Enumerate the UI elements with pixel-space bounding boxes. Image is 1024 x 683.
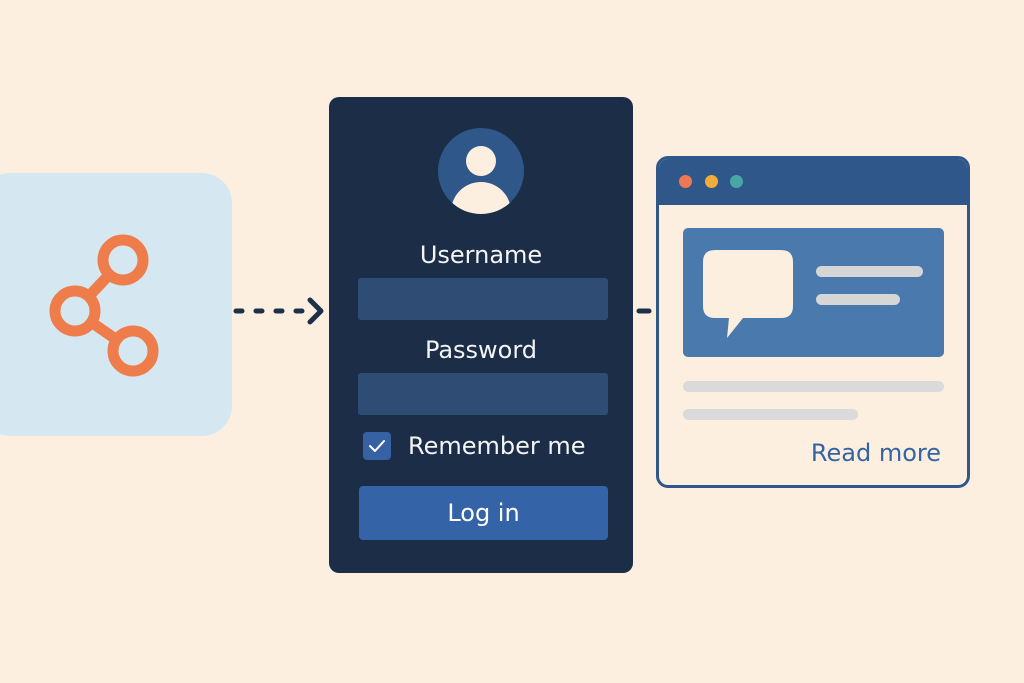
remember-me-checkbox[interactable] bbox=[363, 432, 391, 460]
browser-title-bar bbox=[659, 159, 967, 205]
speech-bubble-icon bbox=[703, 250, 793, 338]
window-close-dot bbox=[679, 175, 692, 188]
password-label: Password bbox=[424, 336, 538, 364]
username-label: Username bbox=[419, 241, 543, 269]
share-tile bbox=[0, 173, 232, 436]
window-minimize-dot bbox=[705, 175, 718, 188]
checkmark-icon bbox=[369, 440, 385, 452]
article-text-line-1 bbox=[683, 381, 944, 392]
browser-window: Read more bbox=[656, 156, 970, 488]
username-input[interactable] bbox=[358, 278, 608, 320]
read-more-link[interactable]: Read more bbox=[810, 439, 941, 467]
window-maximize-dot bbox=[730, 175, 743, 188]
hero-text-line-1 bbox=[816, 266, 923, 277]
password-input[interactable] bbox=[358, 373, 608, 415]
remember-me-label: Remember me bbox=[408, 432, 586, 460]
login-button[interactable]: Log in bbox=[359, 486, 608, 540]
avatar-head bbox=[466, 146, 496, 176]
hero-text-line-2 bbox=[816, 294, 900, 305]
article-hero-card bbox=[683, 228, 944, 357]
dotted-arrow-1 bbox=[233, 297, 324, 325]
user-avatar-icon bbox=[438, 128, 524, 214]
article-text-line-2 bbox=[683, 409, 858, 420]
login-card: Username Password Remember me Log in bbox=[329, 97, 633, 573]
avatar-shoulders bbox=[451, 182, 511, 214]
share-icon bbox=[49, 234, 159, 377]
